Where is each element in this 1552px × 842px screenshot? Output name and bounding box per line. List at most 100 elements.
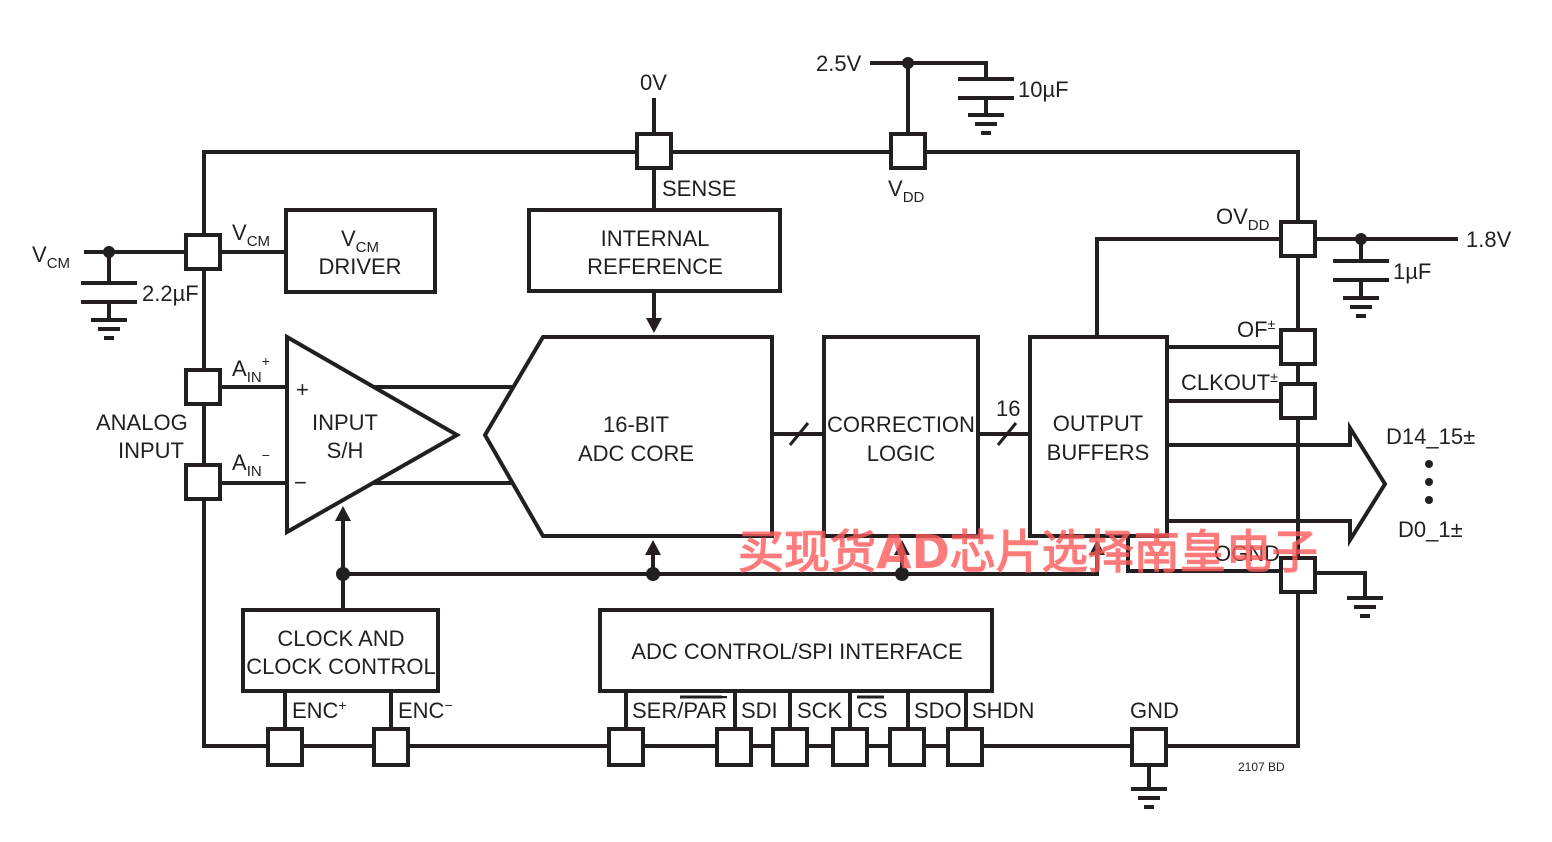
arrow-down-icon <box>646 318 662 333</box>
cs-pin-group: CS <box>831 689 888 767</box>
svg-text:−: − <box>294 470 307 495</box>
data-out-bottom-label: D0_1± <box>1398 517 1463 542</box>
ognd-pin-group: OGND <box>1126 534 1383 618</box>
ground-icon <box>1347 596 1383 618</box>
vcm-pin-label: VCM <box>232 220 270 250</box>
ellipsis-dot <box>1425 460 1433 468</box>
svg-text:VCM: VCM <box>341 226 379 256</box>
enc-plus-label: ENC+ <box>292 697 347 723</box>
vdd-pin-group: 2.5V VDD 10µF <box>816 51 1069 206</box>
gnd-label: GND <box>1130 698 1179 723</box>
shdn-pin-group: SHDN <box>946 689 1034 767</box>
cs-pin <box>831 727 869 767</box>
svg-text:S/H: S/H <box>327 438 364 463</box>
ser-par-label: SER/PAR <box>632 698 727 723</box>
sdo-pin-group: SDO <box>888 689 962 767</box>
junction-dot <box>646 567 660 581</box>
data-out-top-label: D14_15± <box>1386 424 1475 449</box>
vcm-cap-label: 2.2µF <box>142 281 199 306</box>
arrow-up-icon <box>335 506 351 521</box>
ovdd-pin <box>1279 220 1317 258</box>
svg-text:ADC CONTROL/SPI INTERFACE: ADC CONTROL/SPI INTERFACE <box>631 639 962 664</box>
sck-pin-group: SCK <box>771 689 843 767</box>
clkout-pin-label: CLKOUT± <box>1181 369 1278 395</box>
svg-text:+: + <box>296 377 309 402</box>
junction-dot <box>895 567 909 581</box>
sdi-label: SDI <box>741 698 778 723</box>
vdd-voltage-label: 2.5V <box>816 51 862 76</box>
svg-text:INPUT: INPUT <box>118 438 184 463</box>
figure-id-label: 2107 BD <box>1238 760 1285 774</box>
vdd-pin-overlay <box>889 132 927 170</box>
analog-input-group: ANALOG INPUT AIN+ AIN− <box>96 353 289 501</box>
sense-voltage-label: 0V <box>640 70 667 95</box>
gnd-pin-group: GND <box>1130 698 1179 809</box>
sense-pin-overlay <box>635 132 673 170</box>
enc-minus-label: ENC− <box>398 697 453 723</box>
watermark-text: 买现货AD芯片选择南皇电子 <box>738 525 1318 579</box>
vdd-cap-label: 10µF <box>1018 77 1069 102</box>
data-output-bus-arrow: D14_15± D0_1± <box>1165 421 1475 547</box>
svg-text:BUFFERS: BUFFERS <box>1047 440 1150 465</box>
svg-text:DRIVER: DRIVER <box>318 254 401 279</box>
ser-par-pin <box>607 727 645 767</box>
ovdd-cap-label: 1µF <box>1393 259 1431 284</box>
ellipsis-dot <box>1425 496 1433 504</box>
adc-core-block: 16-BIT ADC CORE <box>482 335 774 538</box>
chip-outline <box>202 150 1300 748</box>
shdn-label: SHDN <box>972 698 1034 723</box>
output-buffers-block: OUTPUT BUFFERS <box>1028 335 1169 538</box>
ovdd-voltage-label: 1.8V <box>1466 227 1512 252</box>
enc-plus-pin <box>266 727 304 767</box>
of-pin <box>1279 328 1317 366</box>
ellipsis-dot <box>1425 478 1433 486</box>
svg-text:INTERNAL: INTERNAL <box>601 226 710 251</box>
clkout-pin <box>1279 382 1317 420</box>
bus-width-label: 16 <box>996 396 1020 421</box>
svg-text:CLOCK AND: CLOCK AND <box>277 626 404 651</box>
vdd-pin-label: VDD <box>888 176 925 206</box>
ain-plus-label: AIN+ <box>232 353 270 386</box>
svg-text:ANALOG: ANALOG <box>96 410 188 435</box>
svg-text:CLOCK CONTROL: CLOCK CONTROL <box>246 654 435 679</box>
sense-pin-label: SENSE <box>662 176 737 201</box>
capacitor-10uf-icon <box>958 61 1014 117</box>
arrow-up-icon <box>645 540 661 555</box>
enc-minus-pin-group: ENC− <box>372 689 453 767</box>
ovdd-pin-label: OVDD <box>1216 204 1270 234</box>
junction-dot <box>336 567 350 581</box>
ovdd-pin-group: OVDD 1.8V 1µF <box>1216 204 1512 318</box>
capacitor-2-2uf-icon <box>81 250 137 322</box>
ain-minus-pin <box>184 463 222 501</box>
correction-logic-block: CORRECTION LOGIC <box>822 335 980 538</box>
ognd-pin <box>1279 556 1317 594</box>
vcm-driver-block: VCM DRIVER <box>284 208 437 294</box>
gnd-pin <box>1130 727 1168 767</box>
bus-slash-icon <box>996 422 1018 446</box>
cs-label: CS <box>857 698 888 723</box>
ground-icon <box>1343 296 1379 318</box>
sdi-pin-group: SDI <box>715 689 778 767</box>
of-pin-group: OF± <box>1165 316 1317 366</box>
vcm-external-label: VCM <box>32 242 70 272</box>
svg-text:LOGIC: LOGIC <box>867 441 936 466</box>
input-sh-block: + − INPUT S/H <box>285 333 462 536</box>
vcm-pin-group: VCM 2.2µF VCM <box>32 220 288 340</box>
clock-control-block: CLOCK AND CLOCK CONTROL <box>241 608 440 693</box>
sck-pin <box>771 727 809 767</box>
adc-control-spi-block: ADC CONTROL/SPI INTERFACE <box>598 608 994 693</box>
capacitor-1uf-icon <box>1333 237 1389 300</box>
arrow-up-icon <box>894 540 910 555</box>
ain-plus-pin <box>184 368 222 406</box>
ser-par-pin-group: SER/PAR <box>607 689 727 767</box>
clkout-pin-group: CLKOUT± <box>1165 369 1317 420</box>
enc-plus-pin-group: ENC+ <box>266 689 347 767</box>
ground-icon <box>1131 787 1167 809</box>
enc-minus-pin <box>372 727 410 767</box>
svg-text:INPUT: INPUT <box>312 410 378 435</box>
sdi-pin <box>715 727 753 767</box>
ground-icon <box>91 318 127 340</box>
of-pin-label: OF± <box>1237 316 1276 342</box>
ground-icon <box>968 113 1004 135</box>
